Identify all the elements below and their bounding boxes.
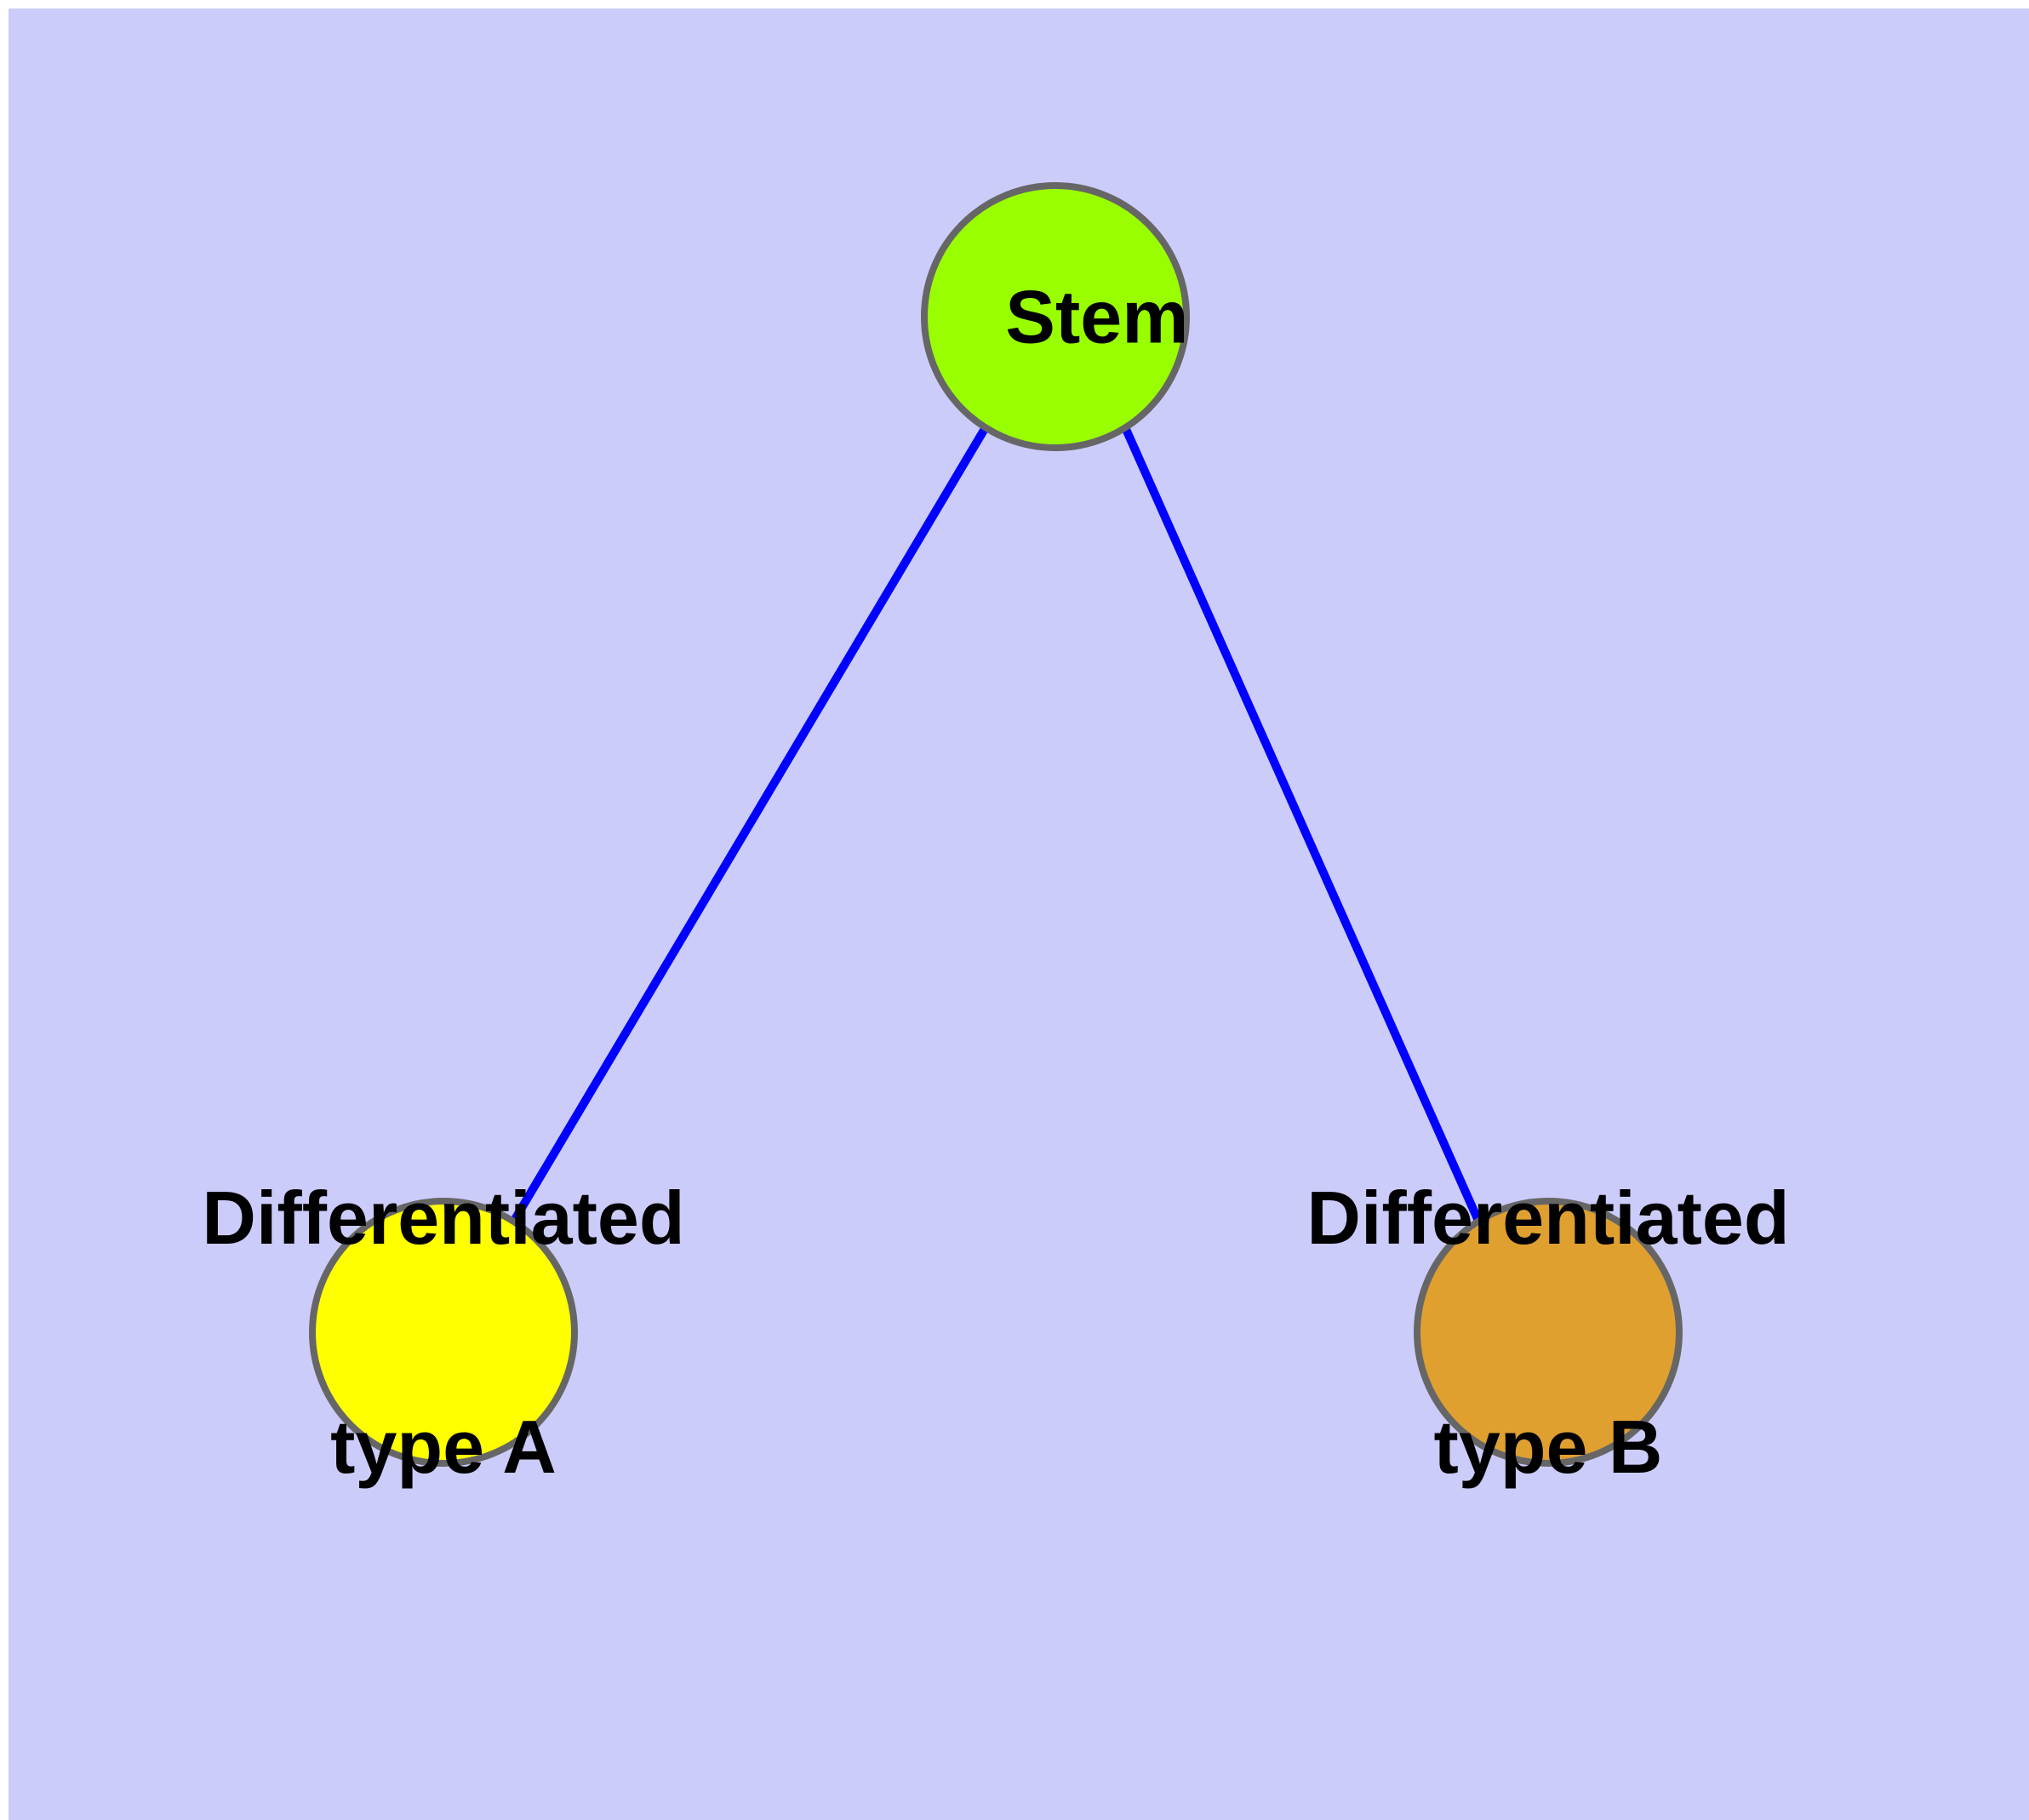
node-differentiated-type-a[interactable]: [309, 1198, 578, 1467]
node-layer: [309, 182, 1683, 1467]
node-differentiated-type-b[interactable]: [1414, 1198, 1683, 1467]
edge-stem-to-differentiated-type-a: [510, 425, 990, 1223]
edge-layer: [510, 425, 1483, 1223]
edge-stem-to-differentiated-type-b: [1121, 425, 1483, 1223]
node-stem[interactable]: [921, 182, 1190, 451]
